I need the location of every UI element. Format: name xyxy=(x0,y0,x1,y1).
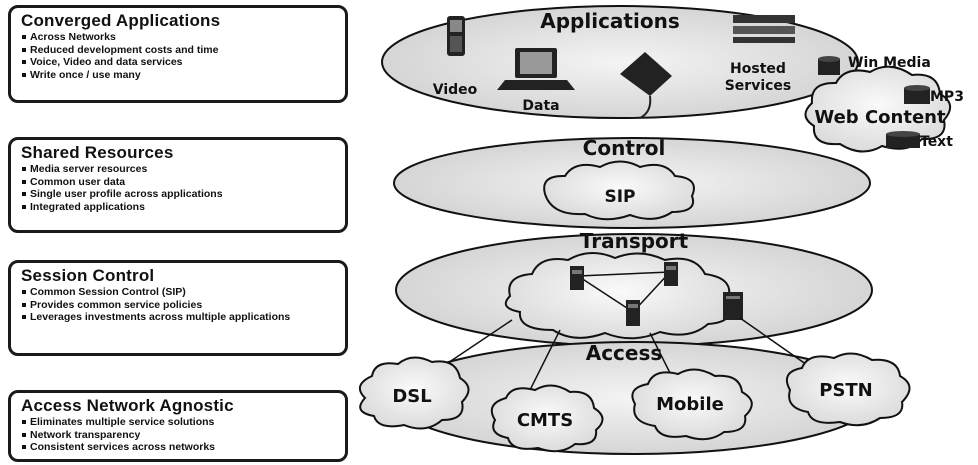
panel-access-network-agnostic: Access Network Agnostic Eliminates multi… xyxy=(8,390,348,462)
bullet-item: Leverages investments across multiple ap… xyxy=(21,311,337,324)
app-label-data: Data xyxy=(522,98,559,114)
pstn-label: PSTN xyxy=(819,380,873,401)
sip-cloud xyxy=(543,160,695,221)
cmts-cloud xyxy=(490,384,604,453)
panel-title: Converged Applications xyxy=(21,11,221,30)
transport-layer: Transport xyxy=(395,229,873,347)
bullet-item: Common Session Control (SIP) xyxy=(21,286,337,299)
router-icon xyxy=(664,262,678,286)
bullet-item: Integrated applications xyxy=(21,201,337,214)
bullet-item: Consistent services across networks xyxy=(21,441,337,454)
router-icon xyxy=(570,266,584,290)
bullet-item: Network transparency xyxy=(21,429,337,442)
panel-session-control: Session Control Common Session Control (… xyxy=(8,260,348,356)
panel-converged-applications: Converged Applications Across Networks R… xyxy=(8,5,348,103)
text-label: Text xyxy=(920,134,953,150)
bullet-item: Eliminates multiple service solutions xyxy=(21,416,337,429)
database-icon xyxy=(818,56,840,75)
phone-icon xyxy=(447,16,465,56)
transport-cloud xyxy=(504,252,732,340)
sip-label: SIP xyxy=(604,187,635,207)
panel-title: Session Control xyxy=(21,266,155,285)
database-icon xyxy=(886,131,920,148)
server-icon xyxy=(733,15,795,43)
control-layer: Control SIP xyxy=(393,136,871,229)
bullet-item: Provides common service policies xyxy=(21,299,337,312)
mobile-label: Mobile xyxy=(656,394,724,415)
cmts-label: CMTS xyxy=(517,410,573,431)
panel-title: Access Network Agnostic xyxy=(21,396,234,415)
web-content-cloud: Web Content Win Media MP3 Text xyxy=(804,55,964,153)
layer-label-applications: Applications xyxy=(540,9,679,33)
app-label-services: Services xyxy=(725,78,792,94)
panel-bullets: Across Networks Reduced development cost… xyxy=(21,31,337,81)
bullet-item: Media server resources xyxy=(21,163,337,176)
bullet-item: Voice, Video and data services xyxy=(21,56,337,69)
mp3-label: MP3 xyxy=(930,89,964,105)
gateway-icon xyxy=(723,292,743,320)
layer-label-access: Access xyxy=(586,341,663,365)
layer-label-control: Control xyxy=(583,136,666,160)
router-icon xyxy=(626,300,640,326)
laptop-icon xyxy=(497,48,575,90)
bullet-item: Write once / use many xyxy=(21,69,337,82)
bullet-item: Reduced development costs and time xyxy=(21,44,337,57)
panel-title: Shared Resources xyxy=(21,143,174,162)
panel-shared-resources: Shared Resources Media server resources … xyxy=(8,137,348,233)
bullet-item: Common user data xyxy=(21,176,337,189)
app-label-hosted: Hosted xyxy=(730,61,786,77)
web-content-label: Web Content xyxy=(814,107,946,128)
bullet-item: Single user profile across applications xyxy=(21,188,337,201)
database-icon xyxy=(904,85,930,104)
mobile-cloud xyxy=(631,368,753,441)
panel-bullets: Eliminates multiple service solutions Ne… xyxy=(21,416,337,454)
applications-layer: Applications Video Data xyxy=(381,5,859,119)
win-media-label: Win Media xyxy=(848,55,931,71)
dsl-label: DSL xyxy=(392,386,431,407)
panel-bullets: Media server resources Common user data … xyxy=(21,163,337,213)
mouse-icon xyxy=(620,52,672,119)
app-label-video: Video xyxy=(433,82,478,98)
bullet-item: Across Networks xyxy=(21,31,337,44)
access-layer: Access DSL CMTS Mobile PSTN xyxy=(358,317,911,455)
dsl-cloud xyxy=(358,356,470,430)
layer-label-transport: Transport xyxy=(580,229,689,253)
pstn-cloud xyxy=(786,352,911,427)
panel-bullets: Common Session Control (SIP) Provides co… xyxy=(21,286,337,324)
